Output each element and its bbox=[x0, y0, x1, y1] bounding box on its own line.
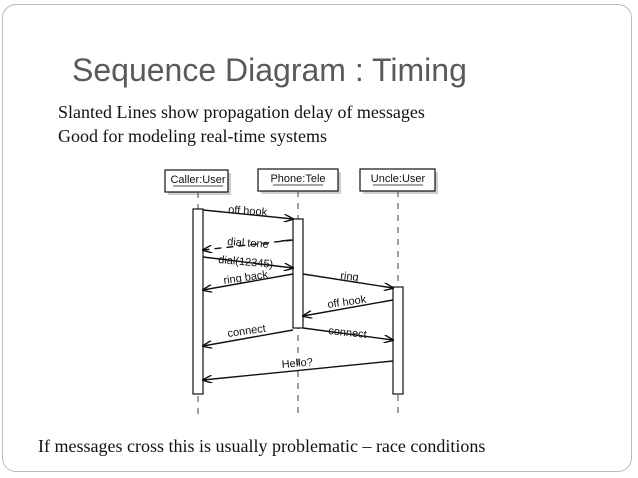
participant-label-caller-user: Caller:User bbox=[170, 174, 225, 186]
slide-frame bbox=[2, 4, 632, 472]
participant-label-phone-tele: Phone:Tele bbox=[270, 173, 325, 185]
message-label-ring: ring bbox=[340, 270, 359, 284]
message-label-ring-back: ring back bbox=[223, 269, 269, 287]
message-arrow-ring-back bbox=[203, 273, 294, 290]
message-arrow-dial-12345 bbox=[202, 256, 293, 268]
slide-title: Sequence Diagram : Timing bbox=[72, 52, 467, 88]
message-label-connect: connect bbox=[328, 325, 368, 341]
message-label-hello: Hello? bbox=[281, 356, 313, 371]
message-label-dial-12345: dial(12345) bbox=[218, 254, 274, 271]
message-arrow-dial-tone bbox=[203, 239, 294, 250]
message-label-off-hook: off hook bbox=[228, 204, 268, 219]
message-arrow-connect bbox=[203, 329, 294, 346]
activation-bar-uncle-user bbox=[392, 286, 404, 395]
message-arrow-ring bbox=[302, 273, 393, 288]
message-arrow-off-hook bbox=[202, 209, 293, 219]
bullet-item: Good for modeling real-time systems bbox=[58, 126, 327, 146]
participant-box-caller-user bbox=[164, 169, 229, 193]
message-label-dial-tone: dial tone bbox=[227, 236, 269, 251]
footer-note: If messages cross this is usually proble… bbox=[38, 436, 486, 456]
message-arrow-tail bbox=[280, 239, 292, 242]
activation-bar-phone-tele bbox=[292, 218, 304, 329]
message-arrow-hello bbox=[203, 360, 394, 380]
activation-bar-caller-user bbox=[192, 208, 204, 395]
message-arrow-connect bbox=[302, 327, 393, 340]
bullet-item: Slanted Lines show propagation delay of … bbox=[58, 102, 425, 122]
participant-label-uncle-user: Uncle:User bbox=[371, 173, 426, 185]
bullet-list: Slanted Lines show propagation delay of … bbox=[58, 100, 425, 148]
message-label-connect: connect bbox=[227, 323, 267, 340]
message-label-off-hook: off hook bbox=[327, 294, 368, 311]
message-arrow-off-hook bbox=[303, 299, 394, 316]
